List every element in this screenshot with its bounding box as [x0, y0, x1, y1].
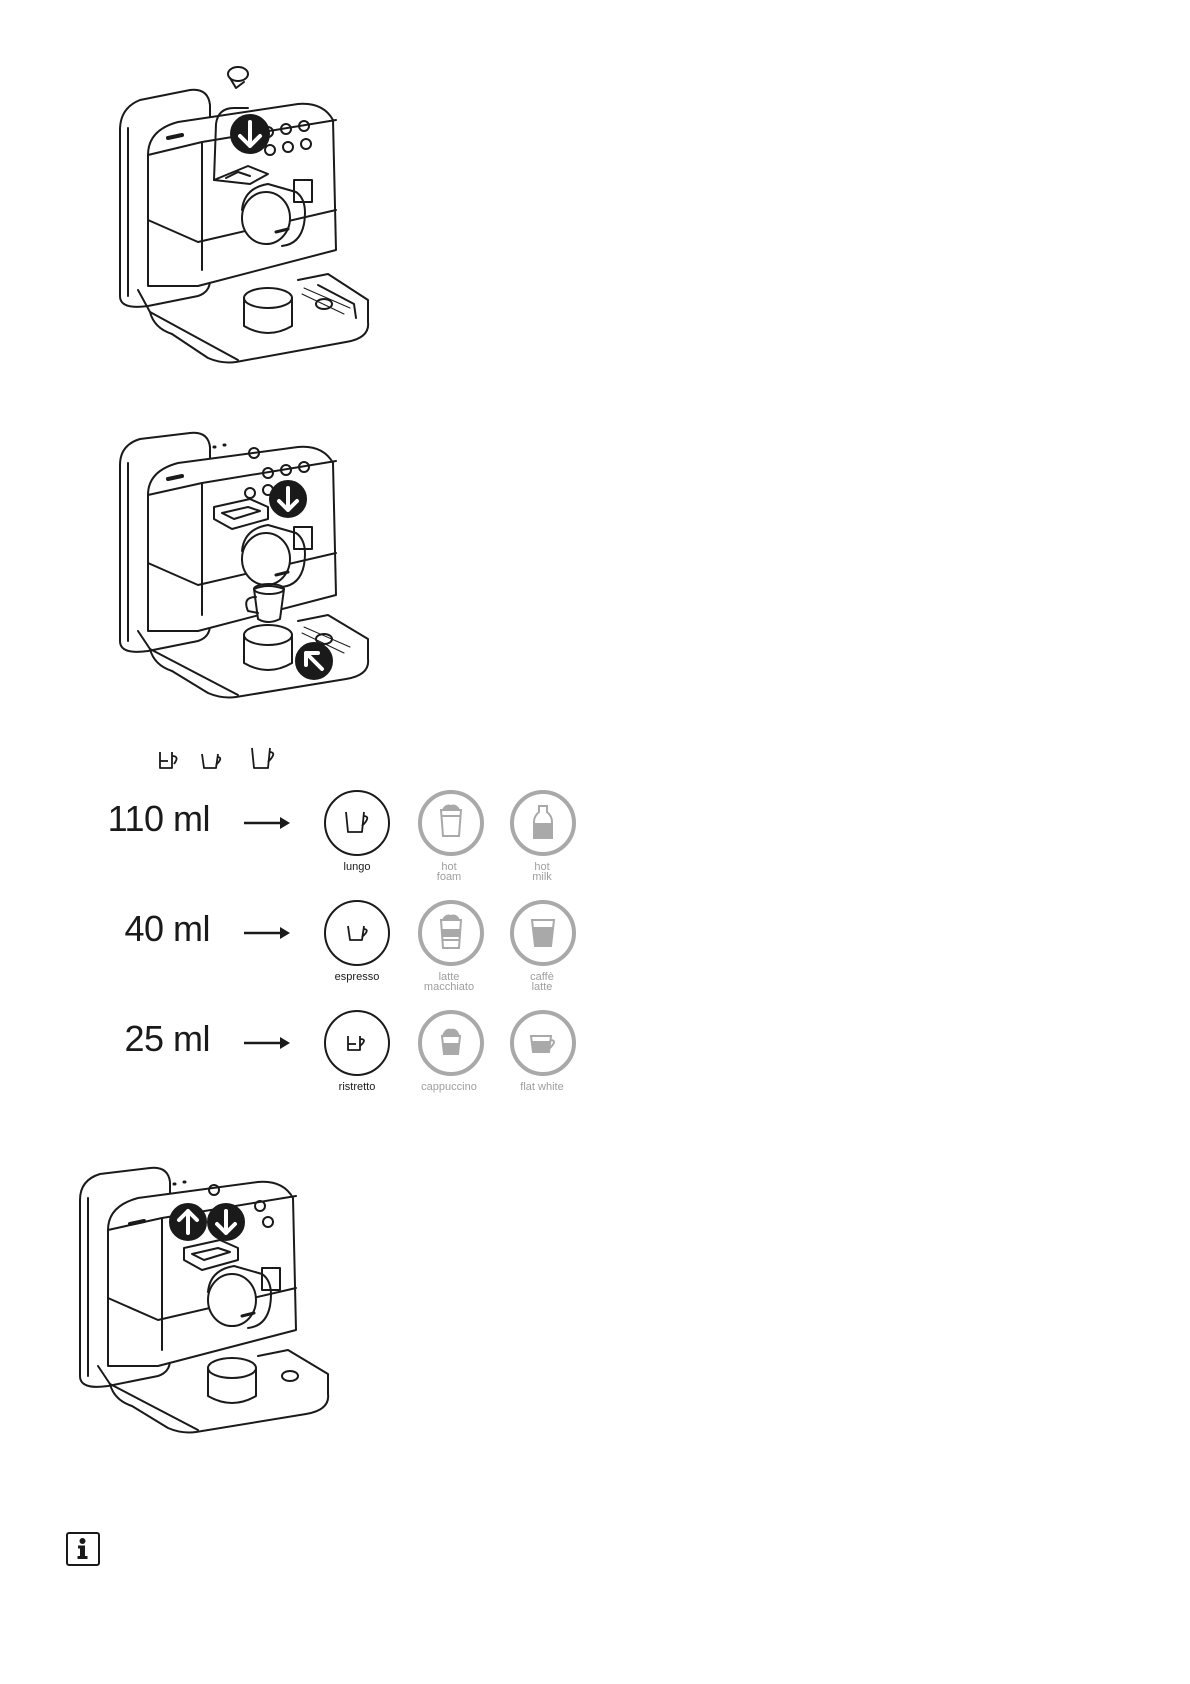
lungo-label: lungo — [312, 862, 402, 872]
up-arrow-icon — [170, 1204, 206, 1240]
machine-insert-capsule-figure — [118, 60, 418, 400]
latte-macchiato-icon — [422, 904, 480, 962]
volume-label: 25 ml — [90, 1018, 210, 1060]
volume-label: 40 ml — [90, 908, 210, 950]
hot-milk-label: hot milk — [497, 862, 587, 882]
ristretto-cup-icon — [160, 752, 177, 768]
espresso-cup-icon — [326, 902, 388, 964]
right-arrow-icon — [244, 1036, 292, 1050]
hot-milk-icon — [514, 794, 572, 852]
hot-milk-button[interactable] — [510, 790, 576, 856]
caffe-latte-button[interactable] — [510, 900, 576, 966]
flat-white-label: flat white — [497, 1082, 587, 1092]
lungo-cup-icon — [326, 792, 388, 854]
latte-macchiato-button[interactable] — [418, 900, 484, 966]
recipe-row-40: 40 ml espresso latte macchiato caffè lat… — [100, 890, 600, 1000]
right-arrow-icon — [244, 816, 292, 830]
caffe-latte-label: caffè latte — [497, 972, 587, 992]
volume-label: 110 ml — [90, 798, 210, 840]
hot-foam-label: hot foam — [404, 862, 494, 882]
ristretto-label: ristretto — [312, 1082, 402, 1092]
up-left-arrow-icon — [296, 643, 332, 679]
info-icon — [66, 1532, 100, 1566]
machine-program-figure — [78, 1170, 368, 1480]
down-arrow-icon — [208, 1204, 244, 1240]
latte-macchiato-label: latte macchiato — [404, 972, 494, 992]
caffe-latte-icon — [514, 904, 572, 962]
ristretto-cup-icon — [326, 1012, 388, 1074]
recipe-row-25: 25 ml ristretto cappuccino flat white — [100, 1000, 600, 1110]
cup-size-legend — [158, 744, 278, 780]
ristretto-button[interactable] — [324, 1010, 390, 1076]
hot-foam-button[interactable] — [418, 790, 484, 856]
espresso-cup-icon — [202, 754, 220, 768]
recipe-row-110: 110 ml lungo hot foam hot milk — [100, 780, 600, 890]
cappuccino-label: cappuccino — [404, 1082, 494, 1092]
cappuccino-icon — [422, 1014, 480, 1072]
flat-white-button[interactable] — [510, 1010, 576, 1076]
lungo-cup-icon — [252, 748, 273, 768]
hot-foam-icon — [422, 794, 480, 852]
machine-brew-figure — [118, 435, 418, 745]
flat-white-icon — [514, 1014, 572, 1072]
down-arrow-icon — [270, 481, 306, 517]
espresso-button[interactable] — [324, 900, 390, 966]
down-arrow-icon — [231, 115, 269, 153]
right-arrow-icon — [244, 926, 292, 940]
espresso-label: espresso — [312, 972, 402, 982]
cappuccino-button[interactable] — [418, 1010, 484, 1076]
lungo-button[interactable] — [324, 790, 390, 856]
